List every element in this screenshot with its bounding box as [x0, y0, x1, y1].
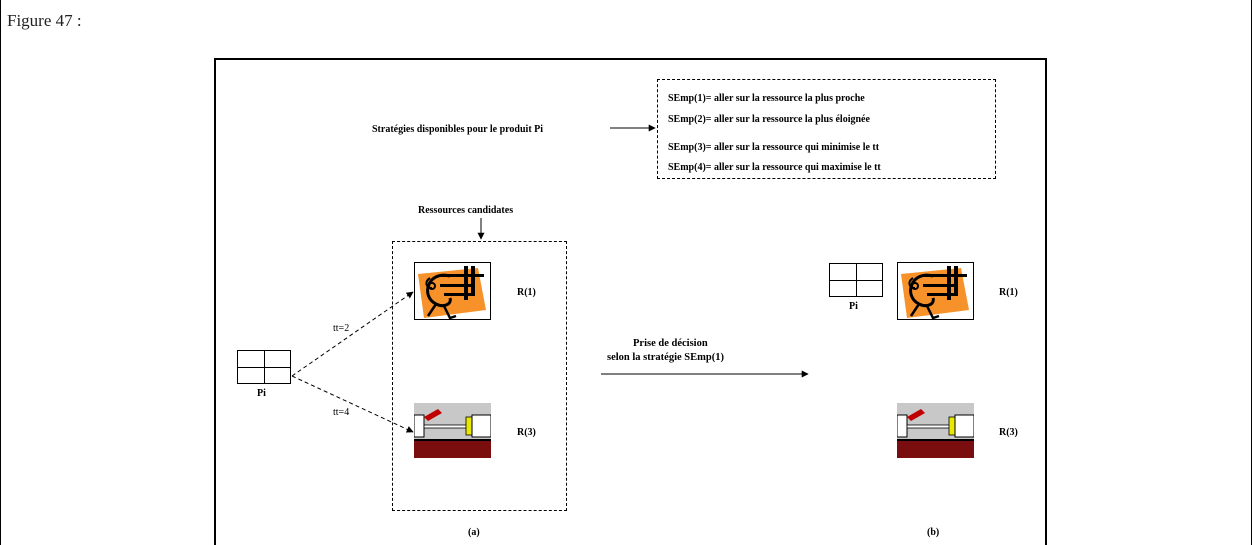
strategy-item: SEmp(3)= aller sur la ressource qui mini…	[668, 142, 880, 153]
arrow-to-r3	[291, 375, 414, 433]
strategies-box	[657, 79, 996, 179]
candidates-box	[392, 241, 567, 511]
press-machine-icon	[897, 403, 974, 458]
resource-label-r3: R(3)	[999, 427, 1018, 438]
strategy-item: SEmp(1)= aller sur la ressource la plus …	[668, 93, 865, 104]
candidates-label: Ressources candidates	[418, 205, 514, 216]
product-icon	[829, 263, 883, 297]
strategies-label: Stratégies disponibles pour le produit P…	[372, 124, 544, 135]
resource-label-r3: R(3)	[517, 427, 536, 438]
press-machine-icon	[414, 403, 491, 458]
panel-label-a: (a)	[468, 527, 480, 538]
resource-label-r1: R(1)	[999, 287, 1018, 298]
edge-label-r3: tt=4	[333, 407, 350, 418]
decision-line-2: selon la stratégie SEmp(1)	[607, 352, 724, 363]
product-label: Pi	[257, 388, 266, 399]
strategy-item: SEmp(2)= aller sur la ressource la plus …	[668, 114, 870, 125]
figure-frame	[214, 58, 1047, 545]
decision-line-1: Prise de décision	[633, 338, 708, 349]
panel-label-b: (b)	[927, 527, 940, 538]
arrow-to-r1	[291, 291, 414, 377]
figure-caption: Figure 47 :	[7, 11, 82, 30]
edge-label-r1: tt=2	[333, 323, 350, 334]
product-label: Pi	[849, 301, 858, 312]
clamp-worker-icon	[414, 262, 491, 320]
strategy-item: SEmp(4)= aller sur la ressource qui maxi…	[668, 162, 881, 173]
resource-label-r1: R(1)	[517, 287, 536, 298]
clamp-worker-icon	[897, 262, 974, 320]
product-icon	[237, 350, 291, 384]
